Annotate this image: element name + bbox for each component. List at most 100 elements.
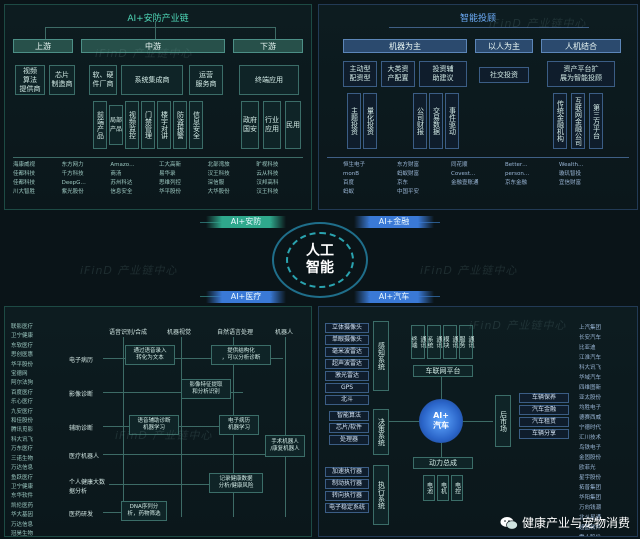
company-name: 中国平安 <box>397 189 420 195</box>
connector <box>389 27 589 28</box>
company-name: 联影医疗 <box>11 324 34 330</box>
company-name: 和佳股份 <box>11 418 34 425</box>
connector <box>441 443 442 457</box>
ai-security-panel: AI+安防产业链 上游 中游 下游 视频 算法 提供商 芯片 制造商 软、硬 件… <box>4 4 312 210</box>
divider <box>13 157 303 158</box>
aftermarket-item: 车辆保养 <box>519 393 569 403</box>
company-name: 万东医疗 <box>11 446 34 453</box>
company-name: 汉王科技 <box>207 171 230 177</box>
company-name: 万向钱潮 <box>579 505 602 511</box>
hub-inner-ring <box>286 232 354 288</box>
connector <box>389 421 419 422</box>
company-name: 大华股份 <box>207 189 230 195</box>
exec-item: 转向执行器 <box>325 491 369 501</box>
aftermarket: 后市场 <box>495 395 511 447</box>
matrix-cell: 记录健康数据 分析/健康风险 <box>209 473 263 493</box>
comm-item: 通讯 模块 <box>442 325 458 359</box>
company-name: 佳都科技 <box>13 180 36 186</box>
company-name: 华阳集团 <box>579 495 602 501</box>
tr-title: 智能投顾 <box>459 14 496 24</box>
row-label: 电子病历 <box>69 357 94 364</box>
company-name: 德赛西威 <box>579 415 602 421</box>
connector <box>45 27 46 39</box>
hub-title: 人工 智能 <box>288 243 352 277</box>
company-name: 拓普集团 <box>579 485 602 491</box>
company-name: 四维图新 <box>579 385 602 391</box>
up-item: 视频 算法 提供商 <box>15 65 45 95</box>
company-name: 鱼跃医疗 <box>11 474 34 481</box>
company-name: 华平股份 <box>11 361 34 368</box>
hub-outer-ring <box>272 222 368 298</box>
ai-car-core: AI+ 汽车 <box>419 399 463 443</box>
company-name: 汇川技术 <box>579 435 602 441</box>
company-name: 凯伦医药 <box>11 502 34 509</box>
sensor-item: 北斗 <box>325 395 369 405</box>
company-name: 东华软件 <box>11 493 34 500</box>
company-name: 苏州科达 <box>110 180 133 186</box>
company-name: 宝德网 <box>11 371 28 378</box>
company-name: 北斗星通 <box>579 515 602 521</box>
company-name: 华域汽车 <box>579 375 602 381</box>
company-name: 万达信息 <box>11 465 34 472</box>
company-name: 川大智胜 <box>13 189 36 195</box>
connector <box>45 27 275 28</box>
company-name: 宁德时代 <box>579 425 602 431</box>
company-name: 冠昊生物 <box>11 530 34 537</box>
tr-vert: 量化投资 <box>363 93 377 149</box>
tag-security: AI+安防 <box>206 216 286 228</box>
company-name: Amazo… <box>110 162 135 168</box>
tr-vert: 交易数据 <box>429 93 443 149</box>
footer: 健康产业与宠物消费 <box>500 514 630 531</box>
mid-sub2: 局部 产品 <box>109 105 123 145</box>
powertrain: 动力总成 <box>413 457 473 469</box>
company-name: 星宇股份 <box>579 475 602 481</box>
row-label: 医疗机器人 <box>69 453 100 460</box>
company-name: 卫宁健康 <box>11 333 34 340</box>
watermark: iFinD 产业链中心 <box>115 429 213 442</box>
mid-item: 软、硬 件厂商 <box>89 65 117 95</box>
matrix-cell: DNA序列分 析，药物筛选 <box>121 501 167 521</box>
row-label: 辅助诊断 <box>69 425 94 432</box>
mid-sub: 前端产品 <box>93 101 107 149</box>
comm-item: 通讯 终端 <box>410 325 426 359</box>
company-name: 上汽集团 <box>579 325 602 331</box>
hub-line2: 智能 <box>306 260 334 276</box>
company-name: 工大高新 <box>159 162 182 168</box>
company-name: 科大讯飞 <box>579 365 602 371</box>
company-name: 思创医惠 <box>11 352 34 359</box>
company-name: 东方网力 <box>61 162 84 168</box>
company-name: 鸟铁电子 <box>579 445 602 451</box>
col-header: 语音识别/合成 <box>109 329 148 336</box>
watermark: iFinD 产业链中心 <box>420 264 518 277</box>
company-list: 上汽集团长安汽车比亚迪江淮汽车科大讯飞华域汽车四维图新亚太股份均胜电子德赛西威宁… <box>579 323 631 536</box>
company-name: 紫光股份 <box>61 189 84 195</box>
aftermarket-item: 汽车租赁 <box>519 417 569 427</box>
col-header: 机器人 <box>275 329 294 336</box>
company-name: 亚太股份 <box>579 395 602 401</box>
company-name: Wealth… <box>559 162 584 168</box>
ai-medical-panel: 联影医疗卫宁健康东软医疗思创医惠华平股份宝德网阿尔法狗百度医疗乐心医疗九安医疗和… <box>4 306 312 537</box>
matrix-cell: 手术机器人 /康复机器人 <box>265 435 305 457</box>
exec-item: 制动执行器 <box>325 479 369 489</box>
company-name: 蚂蚁财富 <box>397 171 420 177</box>
row-line <box>103 392 243 393</box>
tr-vert: 互联网金融公司 <box>571 93 585 149</box>
comm-item: 通讯 服务 <box>458 325 474 359</box>
ai-finance-panel: 智能投顾 机器为主 以人为主 人机结合 主动型 配资型 大类资 产配置 投资辅 … <box>318 4 638 210</box>
wechat-icon <box>500 516 518 529</box>
company-name: 华平股份 <box>159 189 182 195</box>
tr-header: 人机结合 <box>541 39 621 53</box>
downstream-header: 下游 <box>233 39 303 53</box>
mid-sub: 防盗报警 <box>173 101 187 149</box>
company-name: 璇玑智投 <box>559 171 582 177</box>
power-sub: 电控 <box>451 475 463 501</box>
company-name: 长安汽车 <box>579 335 602 341</box>
tl-title: AI+安防产业链 <box>127 14 189 24</box>
company-name: 汉王科技 <box>256 189 279 195</box>
aftermarket-item: 车辆分享 <box>519 429 569 439</box>
down-item: 民用 <box>285 101 301 149</box>
mid-sub: 门禁管理 <box>141 101 155 149</box>
